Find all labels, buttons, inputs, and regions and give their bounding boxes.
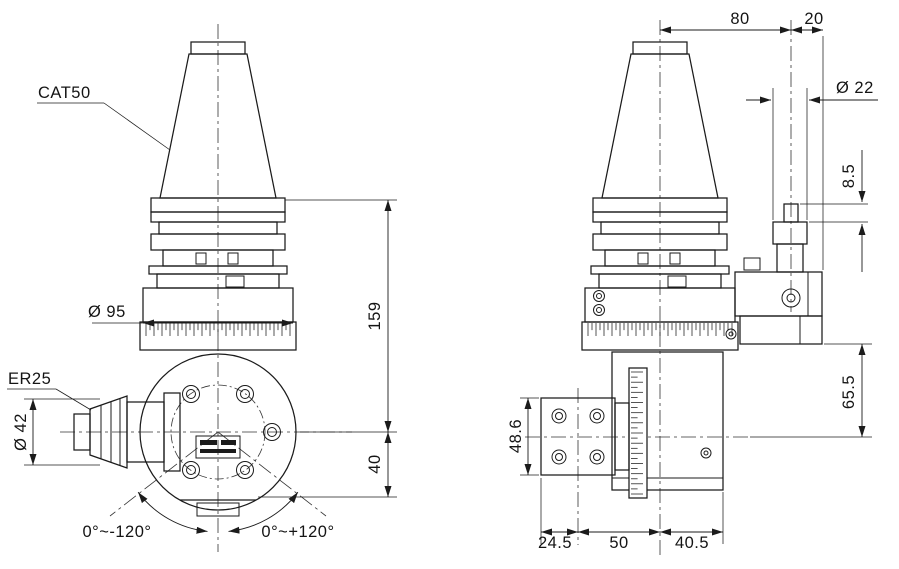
dim-pin-step: 8.5 (840, 164, 858, 188)
extension-lines-right (258, 199, 397, 498)
stop-pin-bracket (734, 257, 823, 345)
cat50-leader (37, 102, 171, 151)
swivel-arc-negative (137, 491, 208, 534)
dim-axis-to-nose: 40 (366, 454, 384, 473)
side-centerlines (525, 20, 792, 558)
dim-face-to-center: 24.5 (538, 534, 572, 552)
cat50-label: CAT50 (38, 84, 91, 102)
output-spindle (73, 392, 181, 472)
dim-body-diameter: Ø 95 (88, 303, 126, 321)
swivel-label-negative: 0°~-120° (82, 523, 151, 541)
dim-gauge-to-axis: 159 (366, 301, 384, 330)
dim-pin-diameter: Ø 22 (836, 79, 874, 97)
square-flange (540, 397, 616, 476)
er25-leader (7, 388, 92, 411)
housing-details (593, 203, 823, 345)
front-view: CAT50 ER25 Ø 95 15 (7, 24, 397, 552)
extension-lines-collet (24, 398, 100, 466)
dim-collet-diameter: Ø 42 (12, 413, 30, 451)
side-dimensions: 80 20 Ø 22 8.5 65.5 (507, 10, 878, 552)
stop-pin (772, 203, 808, 273)
front-dimensions: Ø 95 159 40 Ø 42 0°~-120° 0°~+120° (12, 199, 397, 541)
extension-lines-pin-step (800, 203, 868, 223)
dim-flange-height: 48.6 (507, 419, 525, 453)
er25-label: ER25 (8, 370, 51, 388)
swivel-scale-ticks (631, 371, 643, 495)
swivel-arc-positive (228, 491, 299, 534)
flange-bolts (551, 408, 605, 465)
dim-center-to-axis: 50 (609, 534, 628, 552)
bolt-circle-centerline (170, 384, 266, 480)
side-view: 80 20 Ø 22 8.5 65.5 (507, 10, 878, 558)
extension-lines-pin (772, 88, 808, 220)
front-labels: CAT50 ER25 (7, 84, 171, 411)
spindle-block-side (614, 402, 630, 471)
nameplate (195, 435, 241, 459)
dim-pin-to-edge: 20 (804, 10, 823, 28)
dim-axis-to-back: 40.5 (675, 534, 709, 552)
swivel-label-positive: 0°~+120° (261, 523, 334, 541)
side-head (540, 351, 724, 499)
collet-nut (89, 395, 128, 469)
head-bolts (182, 385, 281, 479)
collet-cap (73, 413, 91, 451)
dim-axis-to-pin: 80 (730, 10, 749, 28)
dim-body-to-axis: 65.5 (840, 375, 858, 409)
